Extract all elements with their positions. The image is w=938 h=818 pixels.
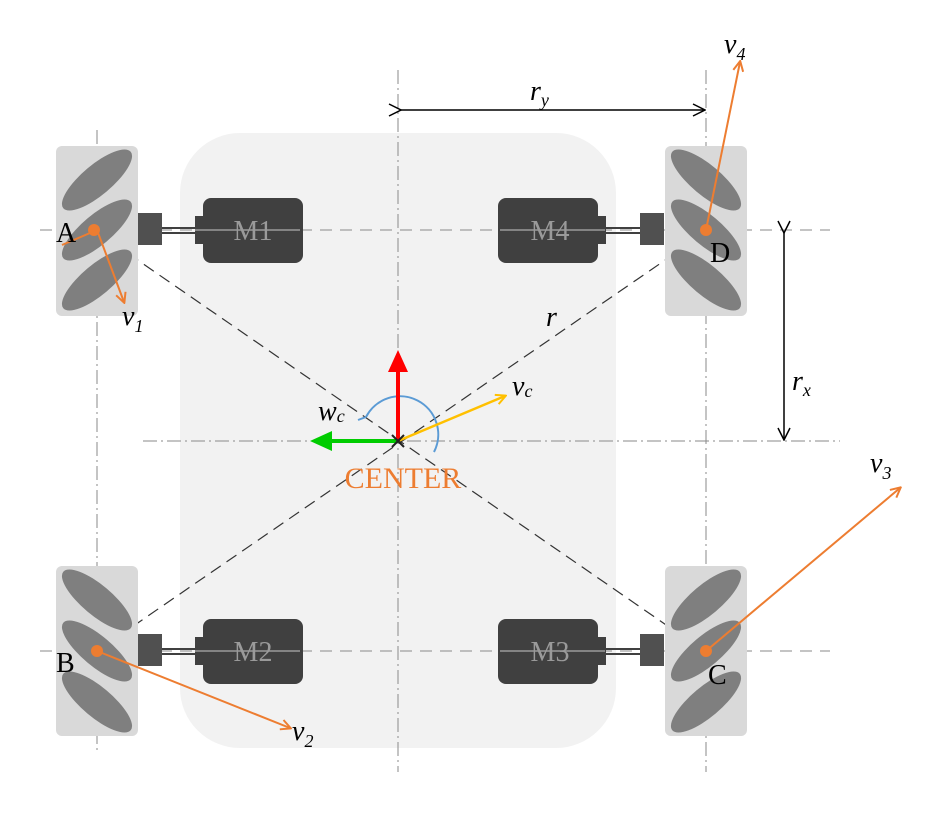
v1-label: v1	[122, 301, 143, 336]
vc-arrow	[397, 396, 505, 443]
wheel-contact-points	[88, 224, 712, 657]
v3-arrow	[705, 488, 900, 652]
wc-label: wc	[318, 396, 345, 427]
rx-label: rx	[792, 366, 811, 400]
velocity-vectors	[61, 62, 900, 728]
v2-arrow	[96, 650, 290, 728]
motor-m3-label: M3	[531, 637, 570, 668]
point-c-label: C	[708, 660, 727, 691]
x-axis-arrowhead	[388, 350, 408, 372]
center-frame	[310, 350, 505, 453]
v3-label: v3	[870, 448, 891, 483]
center-label: CENTER	[345, 462, 462, 495]
axle-lines	[40, 229, 830, 652]
motor-m2-label: M2	[234, 637, 273, 668]
motor-m4-label: M4	[531, 216, 570, 247]
v1-arrow	[96, 229, 124, 302]
point-d-label: D	[710, 238, 730, 269]
v2-label: v2	[292, 716, 313, 751]
vc-label: vc	[512, 371, 532, 402]
ry-dimension: ry	[400, 76, 704, 110]
motor-m1: M1	[138, 198, 303, 263]
ry-label: ry	[530, 76, 549, 110]
rx-dimension: rx	[784, 232, 811, 439]
point-b-label: B	[56, 648, 75, 679]
motor-m2: M2	[138, 619, 303, 684]
wc-rotation-arc	[365, 395, 440, 453]
motor-m1-label: M1	[234, 216, 273, 247]
point-a-label: A	[56, 218, 77, 249]
motor-m4: M4	[498, 198, 664, 263]
y-axis-arrowhead	[310, 431, 332, 451]
v4-label: v4	[724, 29, 745, 64]
v4-arrow	[705, 62, 740, 231]
diagonal-lines	[96, 231, 707, 652]
motor-m3: M3	[498, 619, 664, 684]
wc-arc-tail	[357, 416, 367, 421]
r-label: r	[546, 302, 557, 333]
